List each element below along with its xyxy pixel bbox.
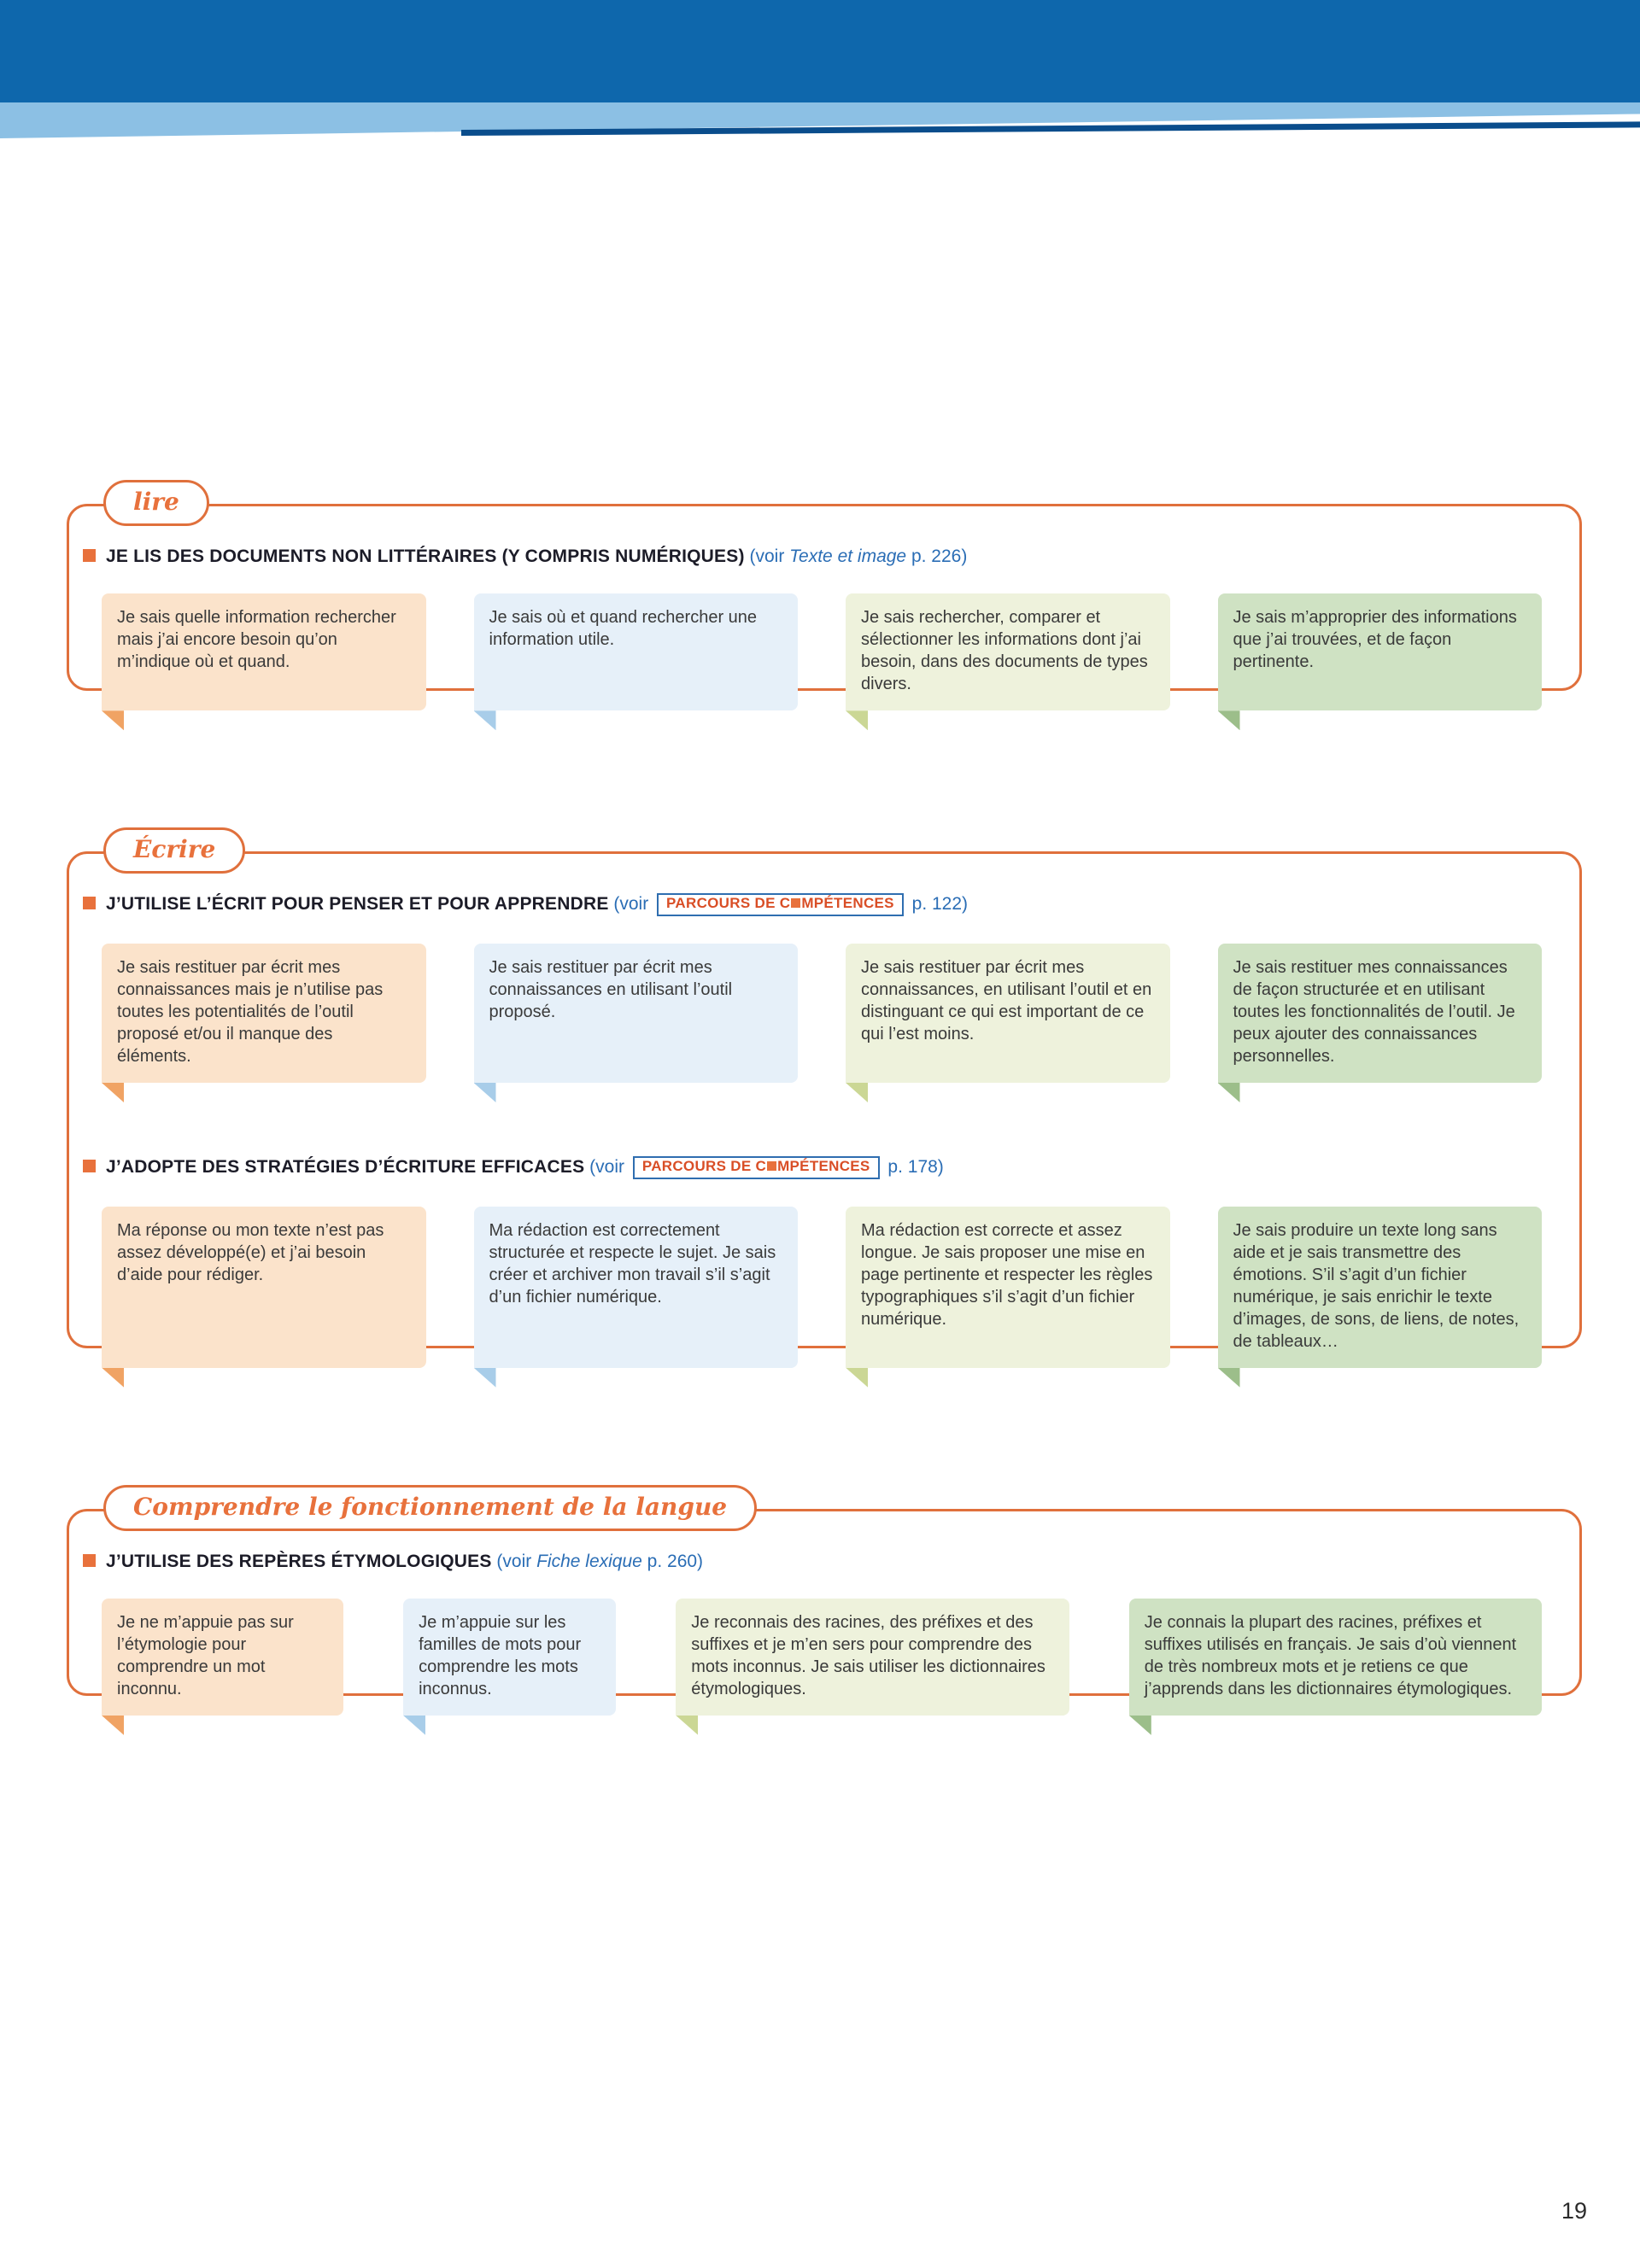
competency-card-level-4: Je sais m’approprier des informations qu…: [1217, 593, 1542, 711]
section-langue: Comprendre le fonctionnement de la langu…: [67, 1484, 1582, 1716]
page-number: 19: [1561, 2198, 1587, 2224]
competency-card-level-4: Je connais la plupart des racines, préfi…: [1128, 1598, 1542, 1716]
competency-card-level-4: Je sais produire un texte long sans aide…: [1217, 1206, 1542, 1368]
top-banner: [0, 0, 1640, 143]
heading-title: J’UTILISE DES REPÈRES ÉTYMOLOGIQUES: [106, 1551, 492, 1571]
heading-ref: (voir PARCOURS DE C MPÉTENCES p. 122): [608, 893, 969, 916]
competency-heading: J’ADOPTE DES STRATÉGIES D’ÉCRITURE EFFIC…: [69, 1155, 1579, 1181]
heading-title: J’ADOPTE DES STRATÉGIES D’ÉCRITURE EFFIC…: [106, 1156, 585, 1177]
competency-card-level-3: Je reconnais des racines, des préfixes e…: [676, 1598, 1069, 1716]
parcours-competences-badge: PARCOURS DE C MPÉTENCES: [632, 1155, 880, 1179]
ref-voir: (voir: [608, 894, 654, 915]
bullet-square-icon: [83, 1159, 96, 1172]
heading-ref: (voir Fiche lexique p. 260): [492, 1552, 703, 1571]
section-tab: lire: [103, 480, 209, 526]
levels-row: Ma réponse ou mon texte n’est pas assez …: [69, 1206, 1579, 1368]
competency-card-level-1: Ma réponse ou mon texte n’est pas assez …: [102, 1206, 426, 1368]
card-text: Je sais restituer mes connaissances de f…: [1233, 957, 1515, 1066]
levels-row: Je ne m’appuie pas sur l’étymologie pour…: [69, 1598, 1579, 1716]
card-text: Je sais restituer par écrit mes connaiss…: [117, 957, 384, 1066]
badge-text-left: PARCOURS DE C: [666, 895, 791, 912]
square-icon: [767, 1160, 777, 1171]
heading-text: J’UTILISE DES REPÈRES ÉTYMOLOGIQUES (voi…: [106, 1551, 703, 1573]
ref-voir: (voir: [584, 1156, 630, 1177]
card-text: Ma réponse ou mon texte n’est pas assez …: [117, 1220, 384, 1284]
banner-dark-band: [0, 0, 1640, 102]
card-text: Je sais m’approprier des informations qu…: [1233, 608, 1517, 672]
card-text: Je sais restituer par écrit mes connaiss…: [861, 957, 1152, 1043]
badge-text-left: PARCOURS DE C: [641, 1157, 767, 1174]
competency-card-level-4: Je sais restituer mes connaissances de f…: [1217, 943, 1542, 1083]
competency-card-level-1: Je sais restituer par écrit mes connaiss…: [102, 943, 426, 1083]
card-text: Je sais restituer par écrit mes connaiss…: [489, 957, 733, 1021]
parcours-competences-badge: PARCOURS DE C MPÉTENCES: [657, 893, 904, 916]
card-text: Je connais la plupart des racines, préfi…: [1144, 1612, 1517, 1698]
card-text: Ma rédaction est correctement structurée…: [489, 1220, 776, 1306]
ref-page: p. 178): [882, 1156, 944, 1177]
card-text: Je m’appuie sur les familles de mots pou…: [419, 1612, 582, 1698]
ref-title: Fiche lexique: [536, 1551, 642, 1571]
competency-card-level-2: Je m’appuie sur les familles de mots pou…: [403, 1598, 617, 1716]
heading-ref: (voir Texte et image p. 226): [744, 547, 968, 566]
card-text: Ma rédaction est correcte et assez longu…: [861, 1220, 1153, 1329]
card-text: Je reconnais des racines, des préfixes e…: [691, 1612, 1046, 1698]
competency-card-level-2: Ma rédaction est correctement structurée…: [473, 1206, 798, 1368]
section-lire: lire JE LIS DES DOCUMENTS NON LITTÉRAIRE…: [67, 480, 1582, 711]
ref-page: p. 122): [906, 894, 969, 915]
competency-card-level-2: Je sais où et quand rechercher une infor…: [473, 593, 798, 711]
card-text: Je sais produire un texte long sans aide…: [1233, 1220, 1520, 1351]
section-tab: Comprendre le fonctionnement de la langu…: [103, 1484, 758, 1531]
heading-ref: (voir PARCOURS DE C MPÉTENCES p. 178): [584, 1155, 944, 1179]
competency-card-level-1: Je ne m’appuie pas sur l’étymologie pour…: [102, 1598, 344, 1716]
card-text: Je sais quelle information rechercher ma…: [117, 608, 396, 672]
levels-row: Je sais quelle information rechercher ma…: [69, 593, 1579, 711]
levels-row: Je sais restituer par écrit mes connaiss…: [69, 943, 1579, 1083]
heading-text: J’ADOPTE DES STRATÉGIES D’ÉCRITURE EFFIC…: [106, 1155, 944, 1181]
ref-page: p. 260): [641, 1551, 704, 1571]
ref-voir: (voir: [491, 1551, 537, 1571]
card-text: Je ne m’appuie pas sur l’étymologie pour…: [117, 1612, 294, 1698]
bullet-square-icon: [83, 549, 96, 562]
competency-card-level-3: Je sais restituer par écrit mes connaiss…: [846, 943, 1170, 1083]
card-text: Je sais rechercher, comparer et sélectio…: [861, 608, 1148, 694]
competency-heading: J’UTILISE L’ÉCRIT POUR PENSER ET POUR AP…: [69, 893, 1579, 918]
heading-text: JE LIS DES DOCUMENTS NON LITTÉRAIRES (Y …: [106, 546, 967, 568]
bullet-square-icon: [83, 1553, 96, 1567]
page-content: lire JE LIS DES DOCUMENTS NON LITTÉRAIRE…: [0, 480, 1640, 1716]
ref-voir: (voir: [744, 547, 790, 566]
ref-page: p. 226): [906, 547, 968, 566]
heading-title: JE LIS DES DOCUMENTS NON LITTÉRAIRES (Y …: [106, 547, 745, 566]
ref-title: Texte et image: [789, 547, 907, 566]
section-tab: Écrire: [103, 827, 246, 874]
bullet-square-icon: [83, 897, 96, 910]
badge-text-right: MPÉTENCES: [801, 895, 894, 912]
square-icon: [791, 898, 801, 909]
card-text: Je sais où et quand rechercher une infor…: [489, 608, 758, 650]
competency-heading: J’UTILISE DES REPÈRES ÉTYMOLOGIQUES (voi…: [69, 1551, 1579, 1573]
competency-card-level-3: Je sais rechercher, comparer et sélectio…: [846, 593, 1170, 711]
heading-title: J’UTILISE L’ÉCRIT POUR PENSER ET POUR AP…: [106, 894, 609, 915]
competency-card-level-2: Je sais restituer par écrit mes connaiss…: [473, 943, 798, 1083]
heading-text: J’UTILISE L’ÉCRIT POUR PENSER ET POUR AP…: [106, 893, 968, 918]
badge-text-right: MPÉTENCES: [777, 1157, 870, 1174]
section-ecrire: Écrire J’UTILISE L’ÉCRIT POUR PENSER ET …: [67, 827, 1582, 1368]
competency-card-level-3: Ma rédaction est correcte et assez longu…: [846, 1206, 1170, 1368]
competency-card-level-1: Je sais quelle information rechercher ma…: [102, 593, 426, 711]
competency-heading: JE LIS DES DOCUMENTS NON LITTÉRAIRES (Y …: [69, 546, 1579, 568]
